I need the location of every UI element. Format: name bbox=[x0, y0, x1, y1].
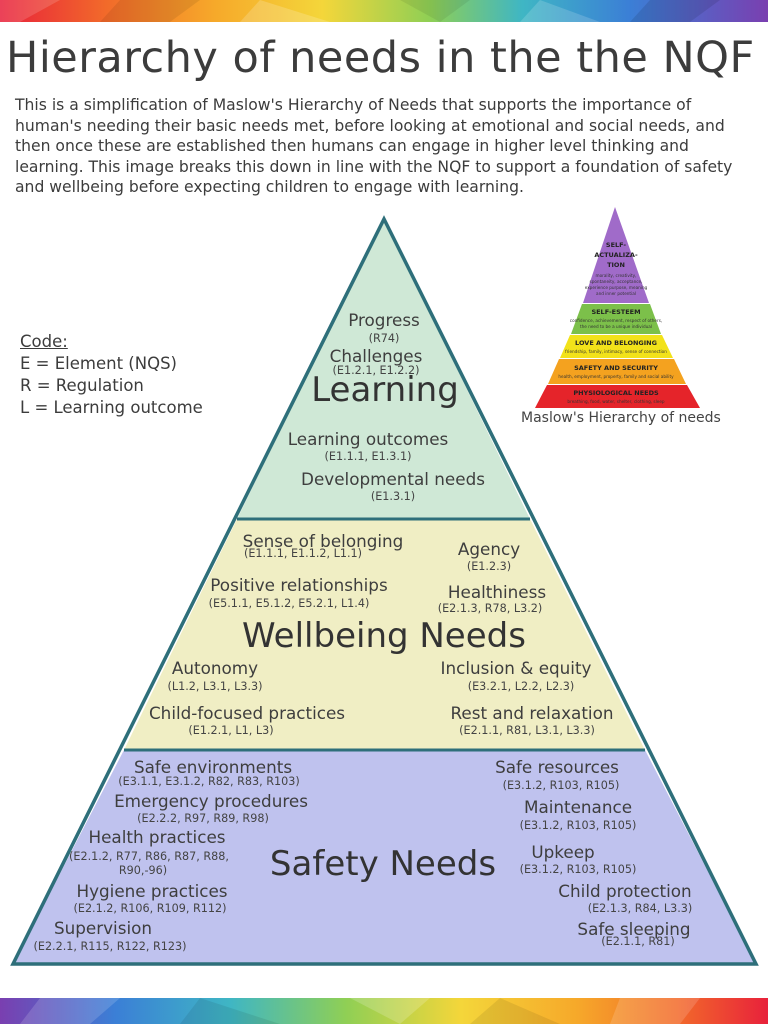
maslow-safety-security-title: SAFETY AND SECURITY bbox=[574, 364, 658, 372]
maslow-self-actualization-tier bbox=[583, 207, 649, 303]
page-title: Hierarchy of needs in the the NQF bbox=[6, 33, 755, 83]
progress-ref: (R74) bbox=[368, 332, 400, 345]
wellbeing-tier bbox=[124, 519, 645, 750]
health-practices-ref-cont: R90,-96) bbox=[118, 864, 168, 877]
svg-text:spontaneity, acceptance,: spontaneity, acceptance, bbox=[590, 279, 643, 284]
sense-of-belonging-ref: (E1.1.1, E1.1.2, L1.1) bbox=[243, 547, 363, 560]
hygiene-practices-label: Hygiene practices bbox=[76, 881, 228, 901]
health-practices-ref: (E2.1.2, R77, R86, R87, R88, bbox=[69, 850, 229, 863]
learning-tier bbox=[237, 219, 530, 519]
code-key-title: Code: bbox=[20, 332, 68, 351]
code-key-element: E = Element (NQS) bbox=[20, 354, 177, 373]
svg-text:and inner potential: and inner potential bbox=[596, 291, 636, 296]
code-key-regulation: R = Regulation bbox=[20, 376, 144, 395]
sense-of-belonging-label: Sense of belonging bbox=[242, 531, 404, 551]
maslow-love-belonging-tier bbox=[560, 335, 673, 358]
supervision-label: Supervision bbox=[53, 918, 153, 938]
maslow-safety-security-tier bbox=[548, 359, 686, 384]
maintenance-label: Maintenance bbox=[523, 797, 633, 817]
safety-tier bbox=[13, 750, 756, 964]
safe-environments-ref: (E3.1.1, E3.1.2, R82, R83, R103) bbox=[118, 775, 300, 788]
svg-text:breathing, food, water, shelte: breathing, food, water, shelter, clothin… bbox=[567, 399, 665, 404]
healthiness-ref: (E2.1.3, R78, L3.2) bbox=[437, 602, 543, 615]
agency-ref: (E1.2.3) bbox=[466, 560, 512, 573]
hygiene-practices-ref: (E2.1.2, R106, R109, R112) bbox=[73, 902, 227, 915]
positive-relationships-ref: (E5.1.1, E5.1.2, E5.2.1, L1.4) bbox=[208, 597, 370, 610]
safe-sleeping-label: Safe sleeping bbox=[577, 919, 691, 939]
svg-text:experience purpose, meaning: experience purpose, meaning bbox=[585, 285, 648, 290]
challenges-ref: (E1.2.1, E1.2.2) bbox=[332, 364, 420, 377]
top-color-band bbox=[0, 0, 768, 22]
developmental-needs-label: Developmental needs bbox=[301, 469, 485, 489]
svg-text:confidence, achievement, respe: confidence, achievement, respect of othe… bbox=[570, 318, 662, 323]
svg-text:friendship, family, intimacy,: friendship, family, intimacy, sense of c… bbox=[565, 349, 667, 354]
inclusion-equity-label: Inclusion & equity bbox=[440, 658, 592, 678]
supervision-ref: (E2.2.1, R115, R122, R123) bbox=[33, 940, 187, 953]
agency-label: Agency bbox=[457, 539, 521, 559]
learning-heading: Learning bbox=[311, 370, 459, 410]
svg-text:TION: TION bbox=[607, 261, 625, 269]
maslow-self-actualization-title: SELF- bbox=[606, 241, 627, 249]
developmental-needs-ref: (E1.3.1) bbox=[370, 490, 416, 503]
safe-resources-label: Safe resources bbox=[495, 757, 619, 777]
child-focused-practices-label: Child-focused practices bbox=[148, 703, 346, 723]
maslow-love-belonging-title: LOVE AND BELONGING bbox=[575, 339, 657, 347]
svg-text:the need to be a unique indivi: the need to be a unique individual bbox=[580, 324, 652, 329]
healthiness-label: Healthiness bbox=[447, 582, 547, 602]
code-key-learning-outcome: L = Learning outcome bbox=[20, 398, 203, 417]
upkeep-ref: (E3.1.2, R103, R105) bbox=[519, 863, 637, 876]
autonomy-label: Autonomy bbox=[171, 658, 259, 678]
maslow-self-esteem-title: SELF-ESTEEM bbox=[591, 308, 640, 316]
rest-relaxation-ref: (E2.1.1, R81, L3.1, L3.3) bbox=[459, 724, 595, 737]
svg-text:health, employment, property,: health, employment, property, family and… bbox=[558, 374, 674, 379]
challenges-label: Challenges bbox=[329, 346, 423, 366]
autonomy-ref: (L1.2, L3.1, L3.3) bbox=[167, 680, 263, 693]
rest-relaxation-label: Rest and relaxation bbox=[450, 703, 614, 723]
wellbeing-heading: Wellbeing Needs bbox=[242, 616, 526, 656]
bottom-color-band bbox=[0, 998, 768, 1024]
child-protection-label: Child protection bbox=[558, 881, 692, 901]
inclusion-equity-ref: (E3.2.1, L2.2, L2.3) bbox=[467, 680, 575, 693]
safe-environments-label: Safe environments bbox=[133, 757, 293, 777]
positive-relationships-label: Positive relationships bbox=[210, 575, 388, 595]
child-focused-practices-ref: (E1.2.1, L1, L3) bbox=[188, 724, 274, 737]
safe-sleeping-ref: (E2.1.1, R81) bbox=[601, 935, 675, 948]
safety-heading: Safety Needs bbox=[269, 844, 497, 884]
child-protection-ref: (E2.1.3, R84, L3.3) bbox=[587, 902, 693, 915]
maslow-self-esteem-tier bbox=[571, 304, 661, 334]
learning-outcomes-ref: (E1.1.1, E1.3.1) bbox=[324, 450, 412, 463]
upkeep-label: Upkeep bbox=[531, 842, 595, 862]
progress-label: Progress bbox=[348, 310, 420, 330]
maslow-caption: Maslow's Hierarchy of needs bbox=[521, 410, 721, 426]
intro-paragraph: This is a simplification of Maslow's Hie… bbox=[15, 96, 733, 197]
code-key: Code: E = Element (NQS) R = Regulation L… bbox=[20, 331, 203, 419]
svg-text:morality, creativity,: morality, creativity, bbox=[595, 273, 636, 278]
pyramid-outline bbox=[10, 215, 759, 966]
maintenance-ref: (E3.1.2, R103, R105) bbox=[519, 819, 637, 832]
emergency-procedures-ref: (E2.2.2, R97, R89, R98) bbox=[137, 812, 269, 825]
maslow-physiological-title: PHYSIOLOGICAL NEEDS bbox=[573, 389, 659, 397]
safe-resources-ref: (E3.1.2, R103, R105) bbox=[502, 779, 620, 792]
learning-outcomes-label: Learning outcomes bbox=[287, 429, 449, 449]
maslow-physiological-tier bbox=[535, 385, 700, 408]
health-practices-label: Health practices bbox=[88, 827, 226, 847]
emergency-procedures-label: Emergency procedures bbox=[114, 791, 308, 811]
svg-text:ACTUALIZA-: ACTUALIZA- bbox=[594, 251, 638, 259]
